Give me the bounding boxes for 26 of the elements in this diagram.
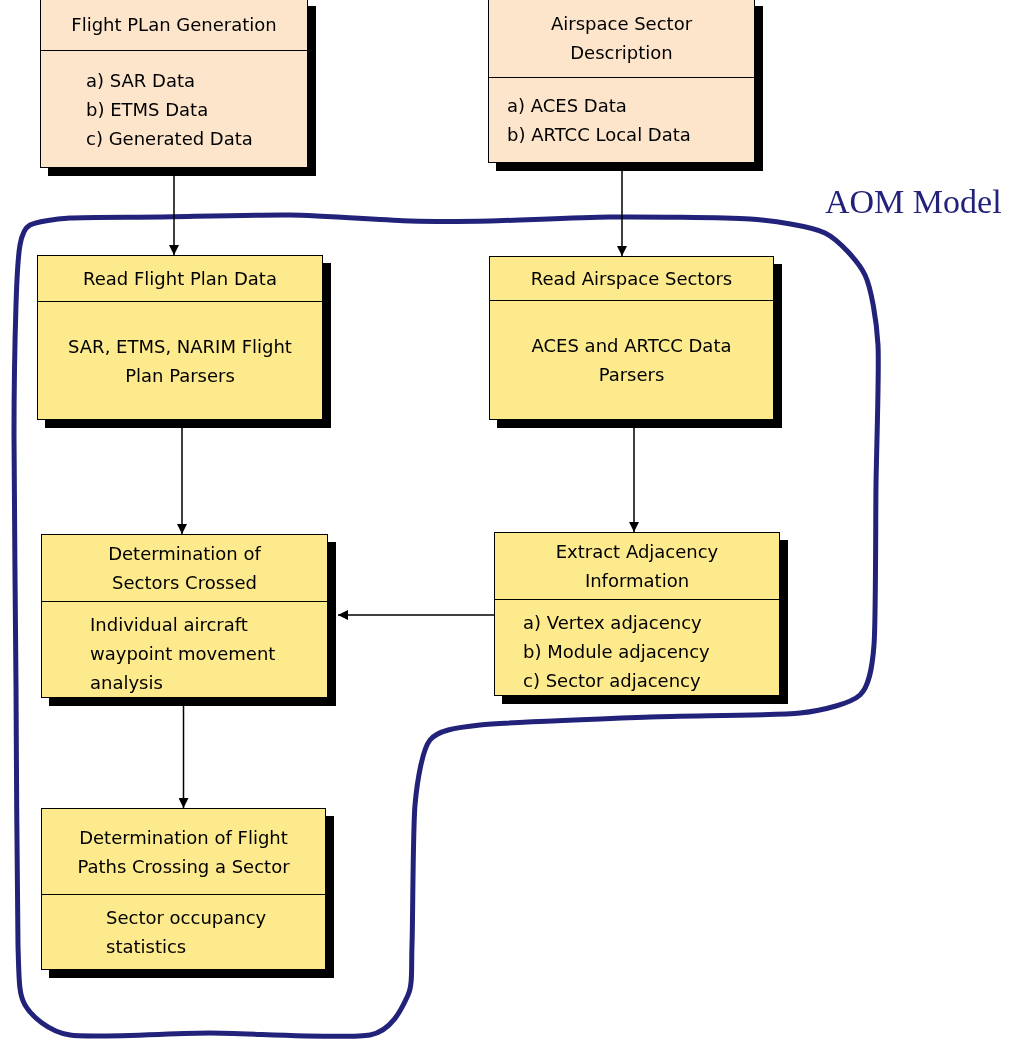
arrow <box>177 427 187 535</box>
list-item: b) ARTCC Local Data <box>507 123 691 147</box>
arrow <box>617 170 627 257</box>
list-item: a) Vertex adjacency <box>523 611 702 635</box>
list-item: b) ETMS Data <box>86 97 209 122</box>
list-item: b) Module adjacency <box>523 640 710 664</box>
arrow <box>169 175 179 256</box>
box-body-text: Individual aircraft waypoint movement analysis <box>90 613 277 695</box>
box-heading: Determination of Sectors Crossed <box>107 542 263 595</box>
group-title: AOM Model <box>825 183 1002 221</box>
box-heading: Extract Adjacency Information <box>554 540 720 593</box>
list-item: a) ACES Data <box>507 94 627 118</box>
box-body-text: ACES and ARTCC Data Parsers <box>530 334 733 387</box>
box-heading: Read Flight Plan Data <box>83 267 277 291</box>
list-item: a) SAR Data <box>86 68 196 93</box>
box-body-text: SAR, ETMS, NARIM Flight Plan Parsers <box>68 334 292 388</box>
box-body-text: Sector occupancy statistics <box>106 906 268 959</box>
list-item: c) Sector adjacency <box>523 669 701 693</box>
box-heading: Airspace Sector Description <box>549 12 694 65</box>
arrow <box>629 427 639 533</box>
arrow <box>178 705 189 809</box>
box-heading: Flight PLan Generation <box>71 13 277 37</box>
box-heading: Determination of Flight Paths Crossing a Sector <box>76 825 291 879</box>
list-item: c) Generated Data <box>86 126 253 151</box>
arrow <box>337 610 495 620</box>
box-heading: Read Airspace Sectors <box>530 267 733 291</box>
